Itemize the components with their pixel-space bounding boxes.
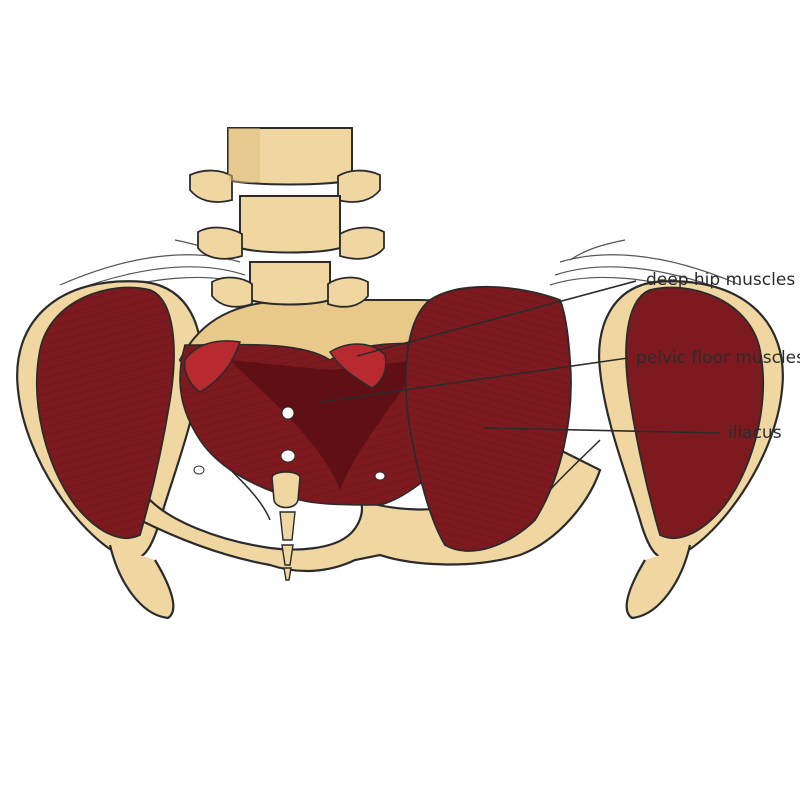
label-pelvic-floor-muscles: pelvic floor muscles bbox=[636, 348, 800, 368]
leader-line-pelvic-floor bbox=[319, 357, 629, 403]
coccyx bbox=[271, 471, 301, 581]
leader-line-iliacus bbox=[483, 427, 721, 434]
label-iliacus: iliacus bbox=[728, 423, 782, 443]
label-deep-hip-muscles: deep hip muscles bbox=[646, 270, 796, 290]
iliacus-right bbox=[404, 285, 764, 552]
deep-hip-muscles bbox=[183, 340, 387, 393]
lumbar-spine bbox=[189, 127, 385, 308]
leader-lines bbox=[319, 280, 721, 434]
leader-line-deep-hip bbox=[356, 280, 637, 357]
iliacus-left bbox=[36, 286, 175, 540]
pelvic-floor-muscles bbox=[179, 342, 475, 506]
